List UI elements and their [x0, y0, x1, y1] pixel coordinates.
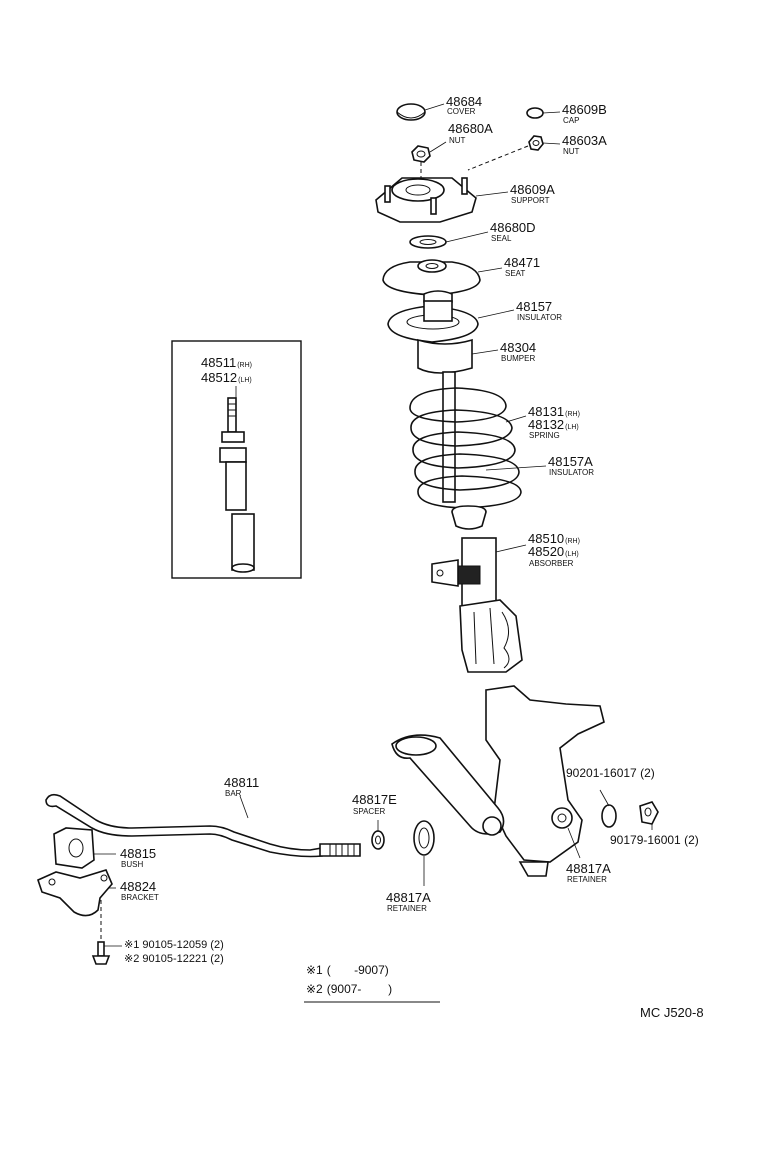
callout-seat-part: 48471 — [504, 255, 540, 270]
legend-mark-1: ※1 — [306, 963, 323, 977]
callout-spring-suffix-rh: (RH) — [565, 411, 580, 418]
spring-part — [409, 371, 522, 509]
callout-insulator-lower-part: 48157A — [548, 454, 593, 469]
bush-part — [53, 827, 95, 869]
callout-cartridge-part2: 48512(LH) — [201, 370, 252, 385]
leader-lines — [94, 103, 653, 947]
bracket-bolt-part — [91, 941, 111, 965]
callout-retainer-left-part: 48817A — [386, 890, 431, 905]
legend-mark-2: ※2 — [306, 982, 323, 996]
callout-bracket-bolt-2: ※2 90105-12221 (2) — [124, 953, 224, 965]
callout-bar-part: 48811 — [224, 775, 259, 790]
callout-absorber-part-rh: 48510 — [528, 531, 564, 546]
callout-bolt-1-part: 90201-16017 (2) — [566, 766, 655, 780]
callout-cartridge-suffix-lh: (LH) — [238, 377, 252, 384]
nut-b-part — [528, 135, 544, 151]
nut-part — [411, 145, 431, 163]
callout-cover-name: COVER — [447, 107, 476, 116]
callout-absorber-suffix-rh: (RH) — [565, 538, 580, 545]
callout-seal-part: 48680D — [490, 220, 536, 235]
callout-bumper-part: 48304 — [500, 340, 536, 355]
callout-insulator-upper-part: 48157 — [516, 299, 552, 314]
washer-part — [601, 804, 617, 828]
seal-part — [409, 235, 447, 249]
callout-bush-part: 48815 — [120, 846, 156, 861]
cover-part — [396, 103, 426, 121]
callout-cartridge-part-lh: 48512 — [201, 370, 237, 385]
callout-bracket-name: BRACKET — [121, 893, 159, 902]
callout-cartridge-part: 48511(RH) — [201, 355, 252, 370]
callout-cartridge-part-rh: 48511 — [201, 355, 236, 370]
applicability-legend: ※1 ( -9007) ※2 (9007- ) — [304, 963, 440, 1003]
callout-bush-name: BUSH — [121, 860, 143, 869]
callout-support-part: 48609A — [510, 182, 555, 197]
callout-bolt-2-part: 90179-16001 (2) — [610, 833, 699, 847]
callout-cap-part: 48609B — [562, 102, 607, 117]
legend-row-1: ※1 ( -9007) — [306, 963, 389, 977]
callout-absorber-part2: 48520(LH) — [528, 544, 579, 559]
callout-bar-name: BAR — [225, 789, 242, 798]
callout-nut-a-name: NUT — [449, 136, 466, 145]
castle-nut-part — [639, 801, 659, 825]
callout-spring-part2: 48132(LH) — [528, 417, 579, 432]
legend-range-2: (9007- ) — [327, 982, 392, 996]
cartridge-inset-box — [171, 340, 302, 579]
callout-insulator-upper-name: INSULATOR — [517, 313, 562, 322]
seat-part — [382, 259, 481, 296]
callout-absorber-name: ABSORBER — [529, 559, 574, 568]
callout-spring-part: 48131(RH) — [528, 404, 580, 419]
callout-nut-a-part: 48680A — [448, 121, 493, 136]
spacer-part — [371, 830, 385, 850]
callout-seal-name: SEAL — [491, 234, 512, 243]
cartridge-part — [219, 397, 255, 573]
callout-absorber-suffix-lh: (LH) — [565, 551, 579, 558]
callout-cover-part: 48684 — [446, 94, 482, 109]
nut-b-leader — [467, 145, 529, 171]
callout-support-name: SUPPORT — [511, 196, 550, 205]
callout-nut-b-part: 48603A — [562, 133, 607, 148]
callout-retainer-left-name: RETAINER — [387, 904, 427, 913]
callout-seat-name: SEAT — [505, 269, 525, 278]
support-part — [375, 177, 477, 223]
callout-bumper-name: BUMPER — [501, 354, 535, 363]
callout-absorber-part: 48510(RH) — [528, 531, 580, 546]
retainer-left-part — [413, 820, 435, 856]
insulator-upper-part — [387, 305, 479, 343]
callout-cap-name: CAP — [563, 116, 579, 125]
legend-row-2: ※2 (9007- ) — [306, 982, 392, 996]
stabilizer-bar-part — [45, 793, 361, 858]
callout-bracket-bolt-1: ※1 90105-12059 (2) — [124, 939, 224, 951]
callout-nut-b-name: NUT — [563, 147, 580, 156]
callout-absorber-part-lh: 48520 — [528, 544, 564, 559]
bracket-part — [37, 869, 113, 917]
lower-arm-part — [391, 734, 505, 836]
callout-retainer-right-part: 48817A — [566, 861, 611, 876]
callout-retainer-right-name: RETAINER — [567, 875, 607, 884]
callout-spring-suffix-lh: (LH) — [565, 424, 579, 431]
callout-bracket-part: 48824 — [120, 879, 156, 894]
bumper-part — [417, 290, 473, 374]
callout-spacer-name: SPACER — [353, 807, 386, 816]
knuckle-part — [485, 685, 605, 877]
callout-insulator-lower-name: INSULATOR — [549, 468, 594, 477]
cap-part — [526, 107, 544, 119]
callout-spring-name: SPRING — [529, 431, 560, 440]
callout-spacer-part: 48817E — [352, 792, 397, 807]
absorber-part — [431, 537, 523, 673]
callout-spring-part-lh: 48132 — [528, 417, 564, 432]
callout-spring-part-rh: 48131 — [528, 404, 564, 419]
callout-cartridge-suffix-rh: (RH) — [237, 362, 252, 369]
insulator-lower-part — [451, 505, 487, 530]
diagram-code: MC J520-8 — [640, 1005, 704, 1020]
legend-range-1: ( -9007) — [327, 963, 389, 977]
